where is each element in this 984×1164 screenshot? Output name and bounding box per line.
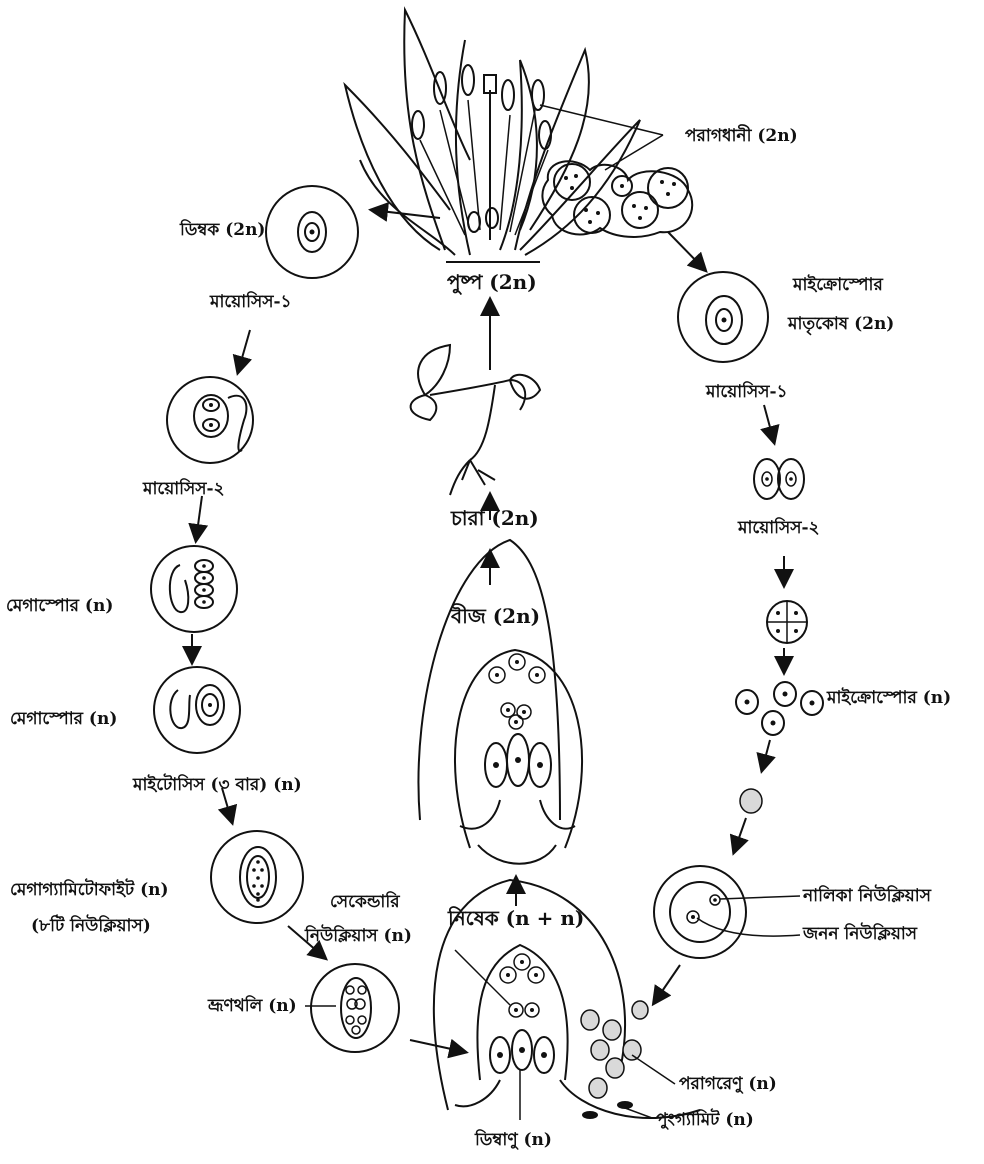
meiosis1-dyad xyxy=(754,459,804,499)
megaspore-cell xyxy=(154,667,240,753)
label-seedling: চারা (2n) xyxy=(451,508,539,528)
label-ovule: ডিম্বক (2n) xyxy=(180,220,265,240)
flower-illustration xyxy=(345,10,640,262)
label-embryo-sac: ভ্রূণথলি (n) xyxy=(208,996,297,1016)
pollen-grain-icon xyxy=(740,789,762,813)
label-flower: পুষ্প (2n) xyxy=(447,272,537,292)
meiosis1-cell xyxy=(167,377,253,463)
label-tube-nucleus: নালিকা নিউক্লিয়াস xyxy=(803,886,931,906)
label-anther: পরাগধানী (2n) xyxy=(685,126,798,146)
pollen-grain-cell xyxy=(654,866,746,958)
label-meiosis1-left: মায়োসিস-১ xyxy=(210,292,292,312)
label-pollen-grain: পরাগরেণু (n) xyxy=(679,1074,777,1094)
label-megaspore-2: মেগাস্পোর (n) xyxy=(10,709,117,729)
microspores-four xyxy=(736,682,823,735)
label-seed: বীজ (2n) xyxy=(451,606,540,626)
label-microspore-mother-2: মাতৃকোষ (2n) xyxy=(788,314,894,334)
label-meiosis2-right: মায়োসিস-২ xyxy=(738,518,820,538)
seedling-illustration xyxy=(411,345,540,495)
megagametophyte-cell xyxy=(211,831,303,923)
label-mitosis: মাইটোসিস (৩ বার) (n) xyxy=(133,775,302,795)
label-microspore-mother-1: মাইক্রোস্পোর xyxy=(793,275,883,295)
label-eight-nuclei: (৮টি নিউক্লিয়াস) xyxy=(31,916,151,936)
seed-illustration xyxy=(418,540,582,864)
label-male-gamete: পুংগ্যামিট (n) xyxy=(656,1110,754,1130)
label-generative-nucleus: জনন নিউক্লিয়াস xyxy=(803,924,917,944)
label-fertilization: নিষেক (n + n) xyxy=(448,908,584,928)
label-secondary-1: সেকেন্ডারি xyxy=(330,892,400,912)
label-meiosis1-right: মায়োসিস-১ xyxy=(706,382,788,402)
embryo-sac-cell xyxy=(311,964,399,1052)
label-egg-cell: ডিম্বাণু (n) xyxy=(475,1130,552,1150)
microspore-mother-cell xyxy=(678,272,768,362)
label-megaspore-1: মেগাস্পোর (n) xyxy=(6,596,113,616)
meiosis2-tetrad xyxy=(767,601,807,643)
label-microspore: মাইক্রোস্পোর (n) xyxy=(827,688,951,708)
label-secondary-2: নিউক্লিয়াস (n) xyxy=(305,926,412,946)
meiosis2-cell xyxy=(151,546,237,632)
label-meiosis2-left: মায়োসিস-২ xyxy=(143,479,225,499)
ovule-cell xyxy=(266,186,358,278)
label-megagametophyte: মেগাগ্যামিটোফাইট (n) xyxy=(10,880,169,900)
